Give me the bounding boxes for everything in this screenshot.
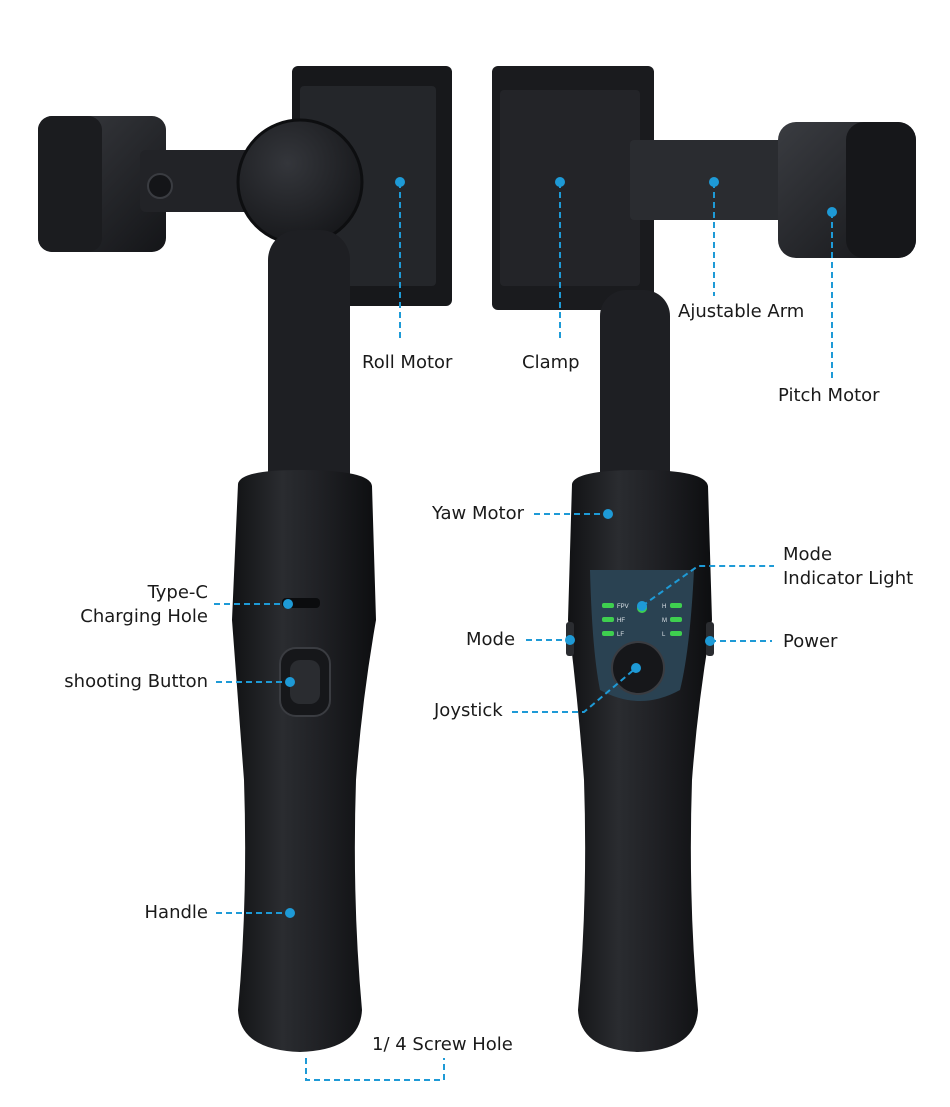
callout-dots	[283, 177, 837, 918]
joystick-line	[512, 667, 637, 713]
label-shooting-button: shooting Button	[64, 671, 208, 692]
label-screw-hole: 1/ 4 Screw Hole	[372, 1034, 513, 1055]
clamp-dot	[555, 177, 565, 187]
roll-motor-dot	[395, 177, 405, 187]
label-clamp: Clamp	[522, 352, 580, 373]
power-dot	[705, 636, 715, 646]
label-mode-indicator-light: Mode Indicator Light	[783, 544, 914, 589]
label-handle: Handle	[144, 902, 208, 923]
label-pitch-motor: Pitch Motor	[778, 385, 880, 406]
mode-indicator-line	[641, 565, 774, 607]
label-roll-motor: Roll Motor	[362, 352, 453, 373]
type-c-dot	[283, 599, 293, 609]
left-handle	[232, 470, 376, 1052]
label-joystick: Joystick	[434, 700, 503, 721]
left-vertical-arm	[268, 230, 350, 530]
right-handle	[568, 470, 712, 1052]
pitch-motor-dot	[827, 207, 837, 217]
panel-text-l: L	[662, 632, 666, 638]
label-type-c-charging-hole: Type-C Charging Hole	[80, 582, 208, 627]
label-mode: Mode	[466, 629, 516, 650]
right-vertical-arm	[600, 290, 670, 510]
panel-text-fpv: FPV	[617, 604, 629, 610]
yaw-motor-dot	[603, 509, 613, 519]
panel-text-lf: LF	[617, 632, 624, 638]
left-roll-motor-disc	[238, 120, 362, 244]
label-ajustable-arm: Ajustable Arm	[678, 301, 805, 322]
shooting-button-dot	[285, 677, 295, 687]
screw-hole-line	[305, 1058, 445, 1081]
panel-text-m: M	[662, 618, 667, 624]
panel-text-h: H	[662, 604, 666, 610]
label-yaw-motor: Yaw Motor	[432, 503, 525, 524]
right-gimbal: FPV HF LF H M L	[492, 66, 916, 1052]
left-gimbal	[38, 66, 452, 1052]
mode-indicator-dot	[637, 601, 647, 611]
joystick-dot	[631, 663, 641, 673]
mode-dot	[565, 635, 575, 645]
handle-dot	[285, 908, 295, 918]
ajustable-arm-dot	[709, 177, 719, 187]
panel-text-hf: HF	[617, 618, 625, 624]
callouts	[214, 182, 833, 1081]
label-power: Power	[783, 631, 838, 652]
